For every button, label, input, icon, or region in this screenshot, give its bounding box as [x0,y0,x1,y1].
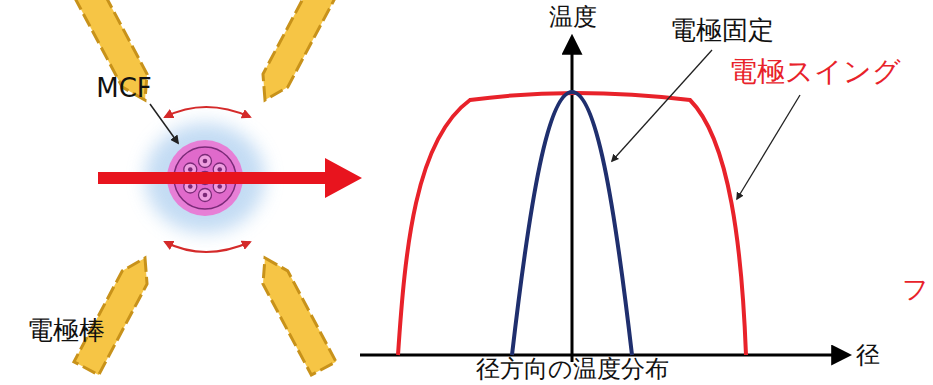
fiber-core [203,193,208,198]
leader-line [737,95,800,199]
curve-label: 電極スイング [729,56,901,88]
axis-label: 温度 [549,4,597,32]
swing-arrow [165,107,250,117]
fiber-core [217,184,222,189]
fixed-temperature-curve [512,92,632,355]
fiber-core [188,184,193,189]
swing-temperature-curve [398,93,746,355]
y-axis [571,38,574,362]
fiber-core [199,189,212,202]
part-label: 電極棒 [27,316,105,346]
fiber-core [199,155,212,168]
chart-caption: 径方向の温度分布 [476,356,669,384]
part-label: MCF [96,74,152,104]
fiber-core [188,167,193,172]
swing-arrow [165,242,250,252]
leader-line [612,50,712,161]
fiber-core [217,167,222,172]
leader-line [150,104,178,143]
heating-direction-arrow [98,158,362,198]
fiber-core [203,159,208,164]
curve-label: 電極固定 [670,16,774,46]
axis-label: 径 [856,342,880,370]
electrode-rod [74,0,336,375]
note-text: フ [902,275,929,305]
